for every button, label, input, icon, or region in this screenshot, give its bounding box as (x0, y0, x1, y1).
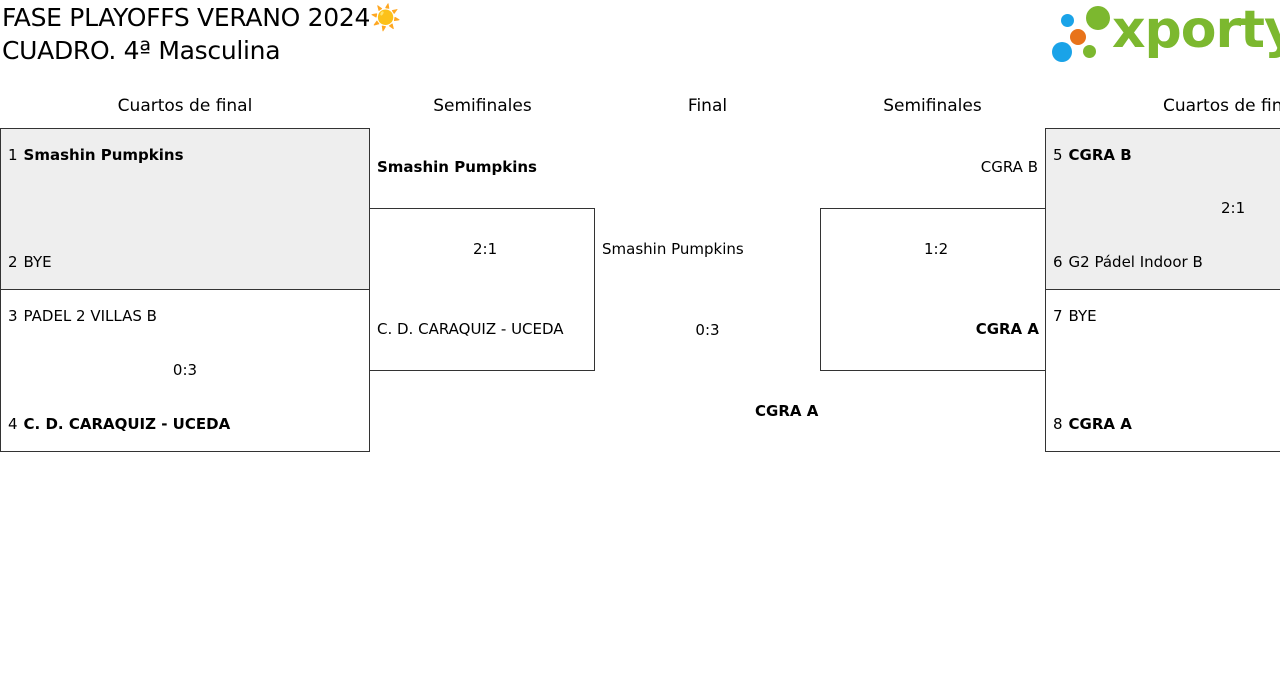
team-name: CGRA B (1068, 146, 1132, 164)
logo-dot-green-small (1083, 45, 1096, 58)
team-name: BYE (23, 253, 52, 271)
team-name: Smashin Pumpkins (23, 146, 184, 164)
team-name: CGRA A (1068, 415, 1132, 433)
left-semifinal-team-bottom[interactable]: C. D. CARAQUIZ - UCEDA (377, 320, 564, 338)
match-score: 0:3 (172, 361, 198, 379)
column-header-final: Final (687, 96, 728, 116)
team-name: PADEL 2 VILLAS B (23, 307, 157, 325)
seed-number: 2 (8, 253, 18, 271)
right-semifinal-box (820, 208, 1046, 371)
logo-dot-green (1086, 6, 1110, 30)
seed-number: 5 (1053, 146, 1063, 164)
seed-number: 3 (8, 307, 18, 325)
page-title: FASE PLAYOFFS VERANO 2024☀️ (2, 3, 401, 32)
team-entry[interactable]: 7 BYE (1053, 307, 1097, 325)
match-score: 2:1 (1221, 199, 1246, 217)
team-name: BYE (1068, 307, 1097, 325)
page-subtitle: CUADRO. 4ª Masculina (2, 36, 281, 65)
seed-number: 1 (8, 146, 18, 164)
left-quarterfinal-match-1 (0, 128, 370, 290)
xporty-logo[interactable]: xporty (1050, 0, 1280, 66)
right-semifinal-team-bottom[interactable]: CGRA A (975, 320, 1039, 338)
column-header-right-semifinals: Semifinales (883, 96, 982, 116)
final-winner[interactable]: CGRA A (755, 402, 819, 420)
team-name: G2 Pádel Indoor B (1068, 253, 1203, 271)
team-entry[interactable]: 8 CGRA A (1053, 415, 1132, 433)
logo-wordmark: xporty (1112, 0, 1280, 60)
team-entry[interactable]: 6 G2 Pádel Indoor B (1053, 253, 1203, 271)
left-semifinal-team-top[interactable]: Smashin Pumpkins (377, 158, 537, 176)
column-header-left-quarterfinals: Cuartos de final (117, 96, 253, 116)
logo-dot-blue (1061, 14, 1074, 27)
match-score: 2:1 (473, 240, 498, 258)
logo-dot-blue-large (1052, 42, 1072, 62)
right-semifinal-team-top[interactable]: CGRA B (980, 158, 1038, 176)
team-entry[interactable]: 3 PADEL 2 VILLAS B (8, 307, 157, 325)
right-quarterfinal-match-2 (1045, 289, 1280, 452)
seed-number: 8 (1053, 415, 1063, 433)
left-semifinal-box (369, 208, 595, 371)
team-entry[interactable]: 2 BYE (8, 253, 52, 271)
match-score: 1:2 (924, 240, 949, 258)
right-quarterfinal-match-1 (1045, 128, 1280, 290)
team-name: C. D. CARAQUIZ - UCEDA (23, 415, 231, 433)
final-team-left[interactable]: Smashin Pumpkins (602, 240, 744, 258)
column-header-left-semifinals: Semifinales (433, 96, 532, 116)
team-entry[interactable]: 1 Smashin Pumpkins (8, 146, 184, 164)
team-entry[interactable]: 4 C. D. CARAQUIZ - UCEDA (8, 415, 230, 433)
team-entry[interactable]: 5 CGRA B (1053, 146, 1132, 164)
seed-number: 4 (8, 415, 18, 433)
column-header-right-quarterfinals: Cuartos de final (1163, 96, 1280, 116)
seed-number: 7 (1053, 307, 1063, 325)
logo-dot-orange (1070, 29, 1086, 45)
seed-number: 6 (1053, 253, 1063, 271)
final-score: 0:3 (695, 321, 720, 339)
